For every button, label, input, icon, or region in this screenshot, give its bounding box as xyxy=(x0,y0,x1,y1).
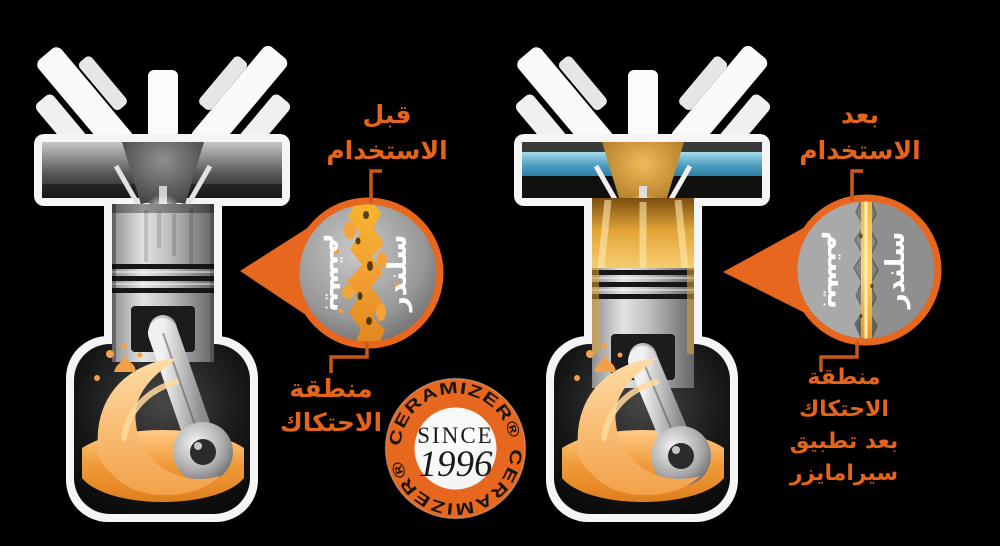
connector-after-top xyxy=(850,169,863,201)
label-after-line1: بعد xyxy=(841,100,879,129)
connector-after-bottom xyxy=(819,342,859,372)
magnifier-before: بيستم سلندر xyxy=(240,197,444,349)
label-after-line2: الاستخدام xyxy=(799,136,921,165)
badge-since-text: SINCE xyxy=(417,423,493,448)
friction-after-line3: بعد تطبيق xyxy=(789,429,899,454)
piston-label-before: بيستم xyxy=(323,234,353,312)
combustion-chamber xyxy=(122,142,204,215)
magnifier-after: بيستم سلندر xyxy=(723,194,942,346)
badge-center xyxy=(414,407,497,490)
friction-before-line1: منطقة xyxy=(289,374,373,403)
label-before-line2: الاستخدام xyxy=(326,136,448,165)
label-before-line1: قبل xyxy=(362,100,412,129)
friction-before-line2: الاحتكاك xyxy=(279,408,383,437)
engine-before-illustration xyxy=(34,46,291,522)
rough-friction-surface xyxy=(333,204,402,342)
combustion-chamber xyxy=(602,142,684,215)
since-1996-badge: CERAMIZER® CERAMIZER® SINCE 1996 xyxy=(384,377,527,520)
cylinder-label-after: سلندر xyxy=(881,232,911,311)
oil-splash-icon xyxy=(94,343,220,496)
piston-label-after: بيستم xyxy=(821,231,851,309)
cylinder-label-before: سلندر xyxy=(383,235,413,314)
label-friction-zone-after: منطقة الاحتكاك بعد تطبيق سيرامايزر xyxy=(786,362,902,490)
callout-wedge xyxy=(723,226,807,314)
friction-after-line4: سيرامايزر xyxy=(789,461,899,486)
friction-after-line1: منطقة xyxy=(807,365,881,390)
label-after-use: بعد الاستخدام xyxy=(795,97,925,169)
ceramic-coated-cylinder xyxy=(592,198,694,270)
connecting-rod-icon xyxy=(628,346,711,486)
badge-year-text: 1996 xyxy=(419,444,494,485)
label-before-use: قبل الاستخدام xyxy=(322,97,452,169)
connector-before-top xyxy=(369,169,382,203)
oil-splash-icon xyxy=(574,343,700,496)
spark-plug-icon xyxy=(148,70,178,144)
label-friction-zone-before: منطقة الاحتكاك xyxy=(264,372,398,440)
valve-train-icon xyxy=(35,46,291,192)
spark-plug-icon xyxy=(628,70,658,144)
engine-after-illustration xyxy=(514,46,771,522)
friction-after-line2: الاحتكاك xyxy=(799,397,889,422)
callout-wedge xyxy=(240,227,309,317)
connector-before-bottom xyxy=(329,342,369,373)
connecting-rod-icon xyxy=(148,318,233,482)
